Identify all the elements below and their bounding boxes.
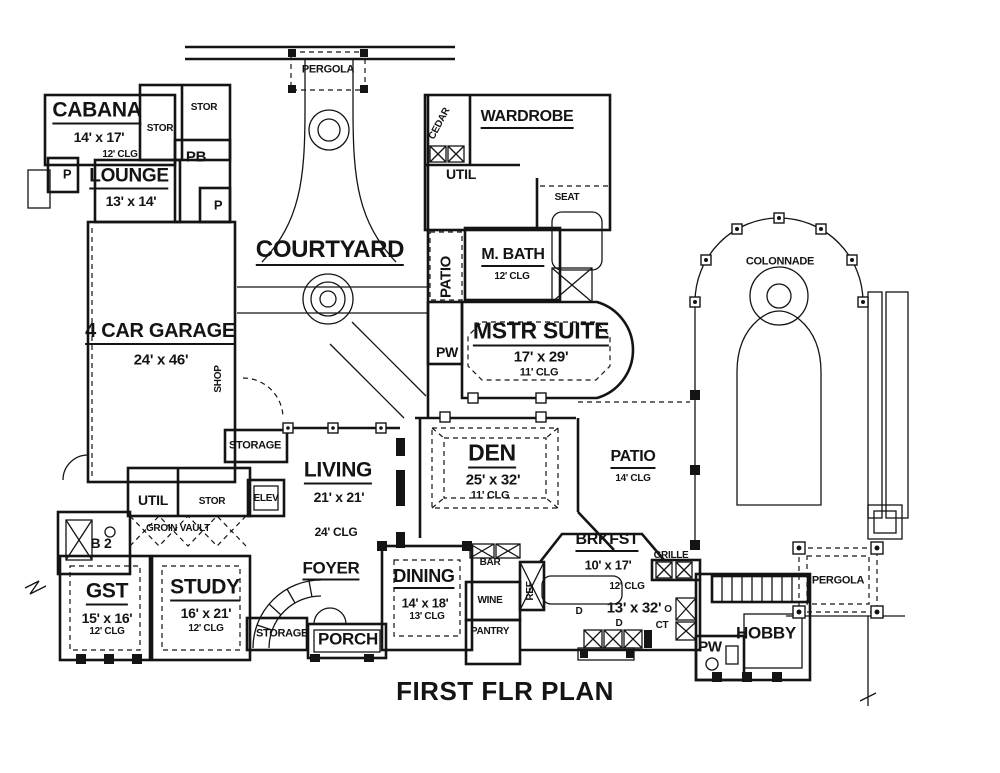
room-label-porch: PORCH [318, 629, 378, 649]
room-label-util-low: UTIL [138, 492, 168, 508]
room-label-elev: ELEV [253, 493, 279, 504]
room-label-wine: WINE [477, 595, 503, 606]
room-label-storage-btm: STORAGE [255, 627, 309, 640]
room-label-pw-lower: PW [698, 638, 722, 656]
room-label-foyer: FOYER [302, 560, 360, 581]
room-label-hobby: HOBBY [736, 623, 796, 643]
room-label-living: LIVING [303, 460, 372, 485]
dims-brkfst: 10' x 17' [584, 557, 632, 573]
room-label-mbath: M. BATH [481, 247, 545, 267]
dims-study: 16' x 21' [180, 605, 232, 621]
dims-kitchen: 13' x 32' [606, 599, 662, 617]
room-label-p-b: P [213, 197, 223, 213]
room-label-stor-b: STOR [146, 123, 174, 134]
room-label-pergola-top: PERGOLA [301, 63, 355, 76]
clg-cabana: 12' CLG [102, 149, 138, 160]
dims-living: 21' x 21' [313, 489, 365, 505]
room-label-stor-a: STOR [190, 102, 218, 113]
room-label-shop: SHOP [213, 365, 224, 393]
clg-study: 12' CLG [188, 623, 224, 634]
dims-cabana: 14' x 17' [73, 129, 125, 145]
room-label-pantry: PANTRY [470, 626, 510, 637]
room-label-garage: 4 CAR GARAGE [85, 321, 235, 345]
room-label-seat: SEAT [554, 192, 580, 203]
room-label-dining: DINING [393, 567, 455, 589]
clg-patio-right: 14' CLG [615, 473, 651, 484]
room-label-colonnade: COLONNADE [745, 255, 815, 268]
clg-mstr-suite: 11' CLG [519, 366, 559, 379]
room-label-patio-side: PATIO [437, 255, 455, 299]
room-label-ref: REF [525, 581, 536, 601]
clg-brkfst: 12' CLG [609, 581, 645, 592]
room-label-pb: PB [185, 148, 207, 166]
room-label-p-a: P [62, 166, 72, 182]
room-label-courtyard: COURTYARD [255, 238, 405, 266]
room-label-study: STUDY [170, 577, 240, 602]
dims-garage: 24' x 46' [133, 351, 189, 369]
room-label-stor-low: STOR [198, 496, 226, 507]
room-label-bar: BAR [479, 557, 501, 568]
dims-dining: 14' x 18' [401, 595, 449, 611]
room-label-cabana: CABANA [52, 100, 142, 125]
page-title: FIRST FLR PLAN [396, 676, 614, 706]
room-label-gst: GST [85, 581, 128, 606]
dims-lounge: 13' x 14' [105, 193, 157, 209]
label-ct: CT [655, 620, 669, 631]
room-label-b2: B 2 [90, 535, 112, 551]
clg-gst: 12' CLG [89, 626, 125, 637]
room-label-grille: GRILLE [653, 550, 689, 561]
dims-den: 25' x 32' [465, 471, 521, 489]
clg-den: 11' CLG [470, 489, 510, 502]
clg-dining: 13' CLG [409, 611, 445, 622]
room-label-brkfst: BRKFST [575, 532, 639, 552]
room-label-pergola-right: PERGOLA [811, 574, 865, 587]
room-label-patio-right: PATIO [610, 449, 656, 469]
room-label-wardrobe: WARDROBE [480, 109, 574, 129]
dims-gst: 15' x 16' [81, 610, 133, 626]
clg-living: 24' CLG [314, 525, 358, 539]
room-label-util-top: UTIL [446, 166, 476, 182]
label-d-mid: D [615, 618, 623, 629]
room-label-mstr-suite: MSTR SUITE [472, 319, 609, 347]
room-label-pw-upper: PW [436, 344, 458, 360]
clg-mbath: 12' CLG [494, 271, 530, 282]
room-label-lounge: LOUNGE [89, 167, 169, 190]
dims-mstr-suite: 17' x 29' [513, 348, 569, 366]
label-d-left: D [575, 606, 583, 617]
room-label-storage-mid: STORAGE [228, 439, 282, 452]
room-label-groin-vault: GROIN VAULT [145, 523, 211, 534]
room-label-den: DEN [468, 441, 516, 469]
label-oven: O [664, 604, 672, 615]
